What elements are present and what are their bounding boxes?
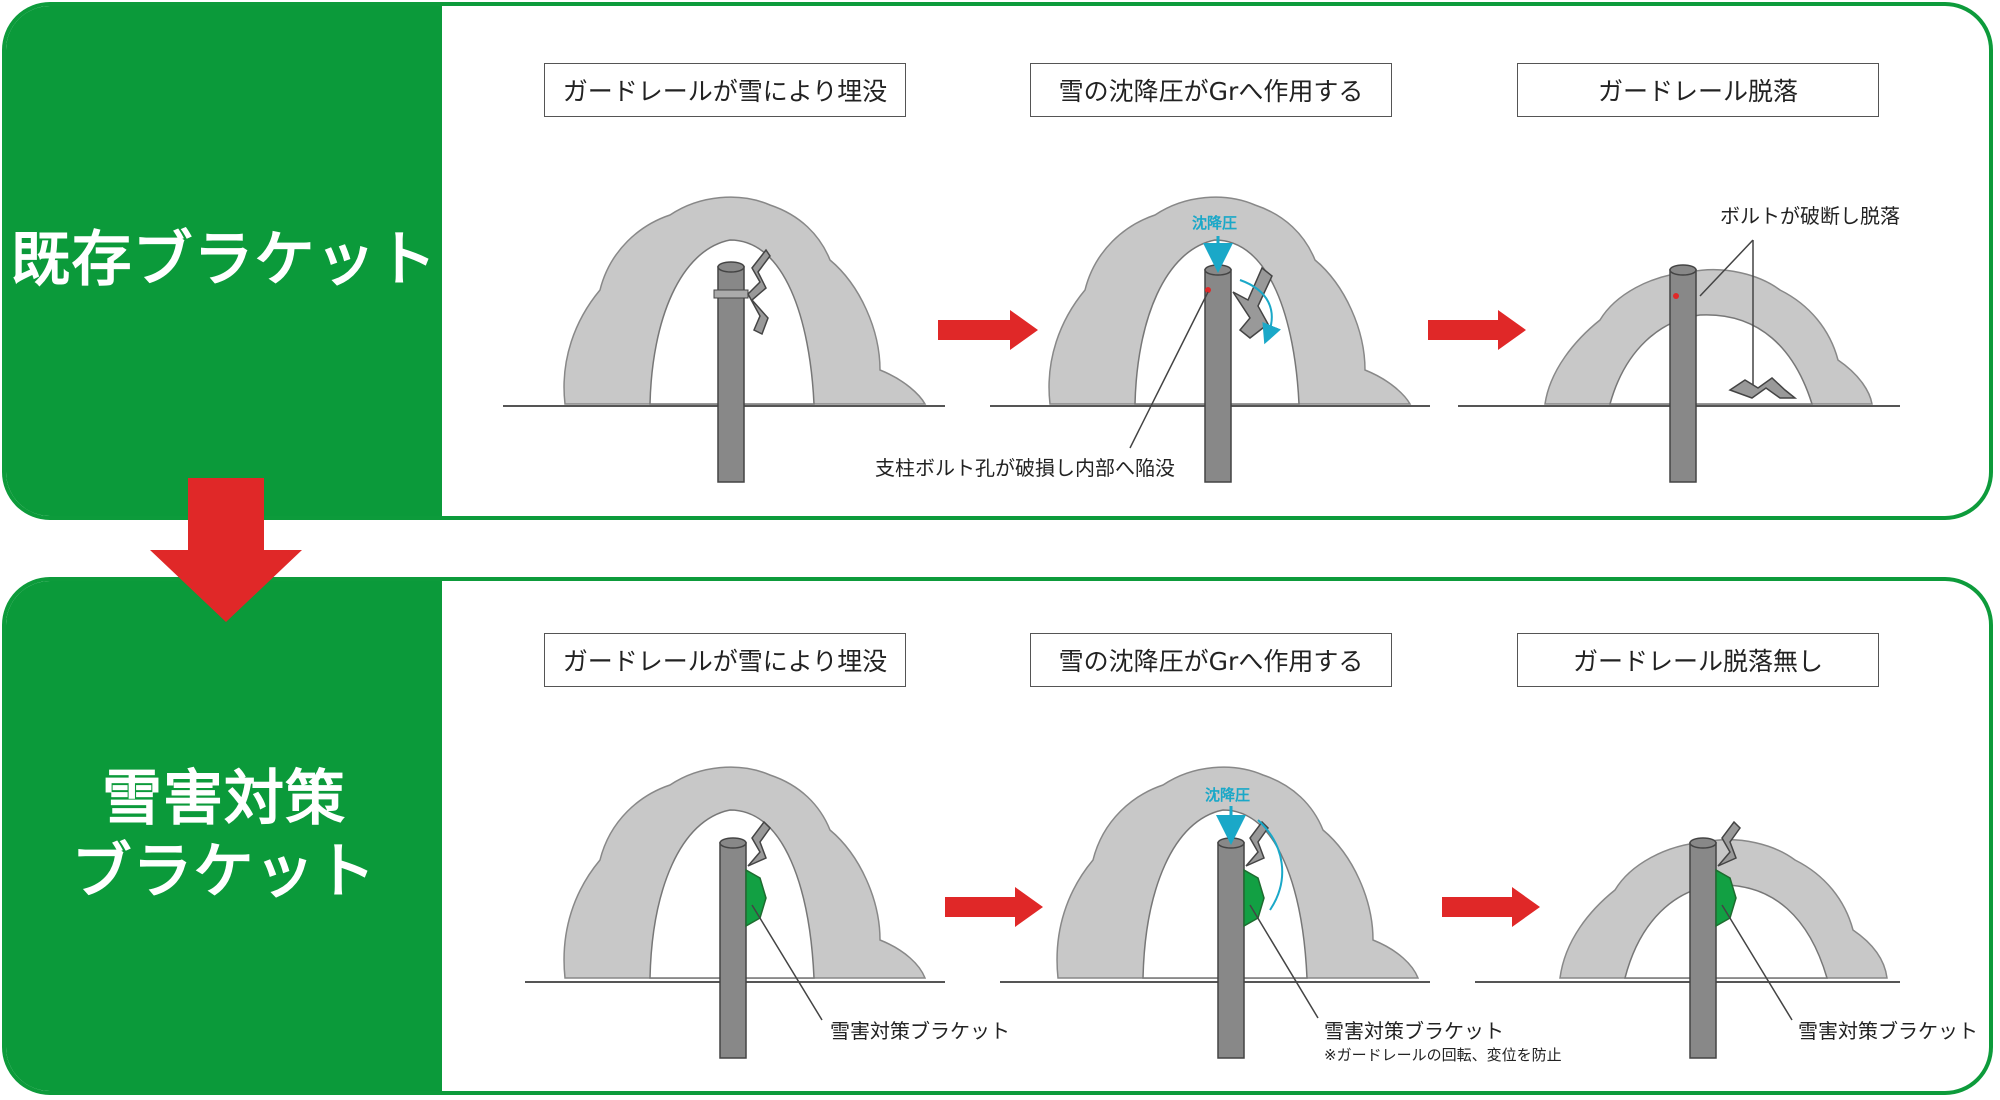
snow-bracket-label-3: 雪害対策ブラケット <box>1798 1019 1978 1043</box>
existing-bracket-header: 既存ブラケット <box>6 6 442 516</box>
snow-caption-pressure: 雪の沈降圧がGrへ作用する <box>1030 633 1392 687</box>
snow-caption-buried: ガードレールが雪により埋没 <box>544 633 906 687</box>
existing-note-hole: 支柱ボルト孔が破損し内部へ陥没 <box>875 456 1175 480</box>
existing-bracket-title: 既存ブラケット <box>10 225 438 296</box>
snow-caption-not-detached: ガードレール脱落無し <box>1517 633 1879 687</box>
existing-caption-detached: ガードレール脱落 <box>1517 63 1879 117</box>
existing-caption-buried: ガードレールが雪により埋没 <box>544 63 906 117</box>
existing-caption-pressure: 雪の沈降圧がGrへ作用する <box>1030 63 1392 117</box>
snow-bracket-header: 雪害対策 ブラケット <box>6 581 442 1091</box>
existing-sink-label: 沈降圧 <box>1192 214 1238 232</box>
snow-sink-label: 沈降圧 <box>1205 786 1251 804</box>
snow-bracket-label-2: 雪害対策ブラケット <box>1324 1019 1504 1043</box>
transition-down-arrow <box>150 478 302 622</box>
snow-bracket-note: ※ガードレールの回転、変位を防止 <box>1324 1046 1562 1064</box>
existing-note-bolt: ボルトが破断し脱落 <box>1720 204 1900 228</box>
snow-bracket-title: 雪害対策 ブラケット <box>71 763 377 907</box>
snow-bracket-label-1: 雪害対策ブラケット <box>830 1019 1010 1043</box>
